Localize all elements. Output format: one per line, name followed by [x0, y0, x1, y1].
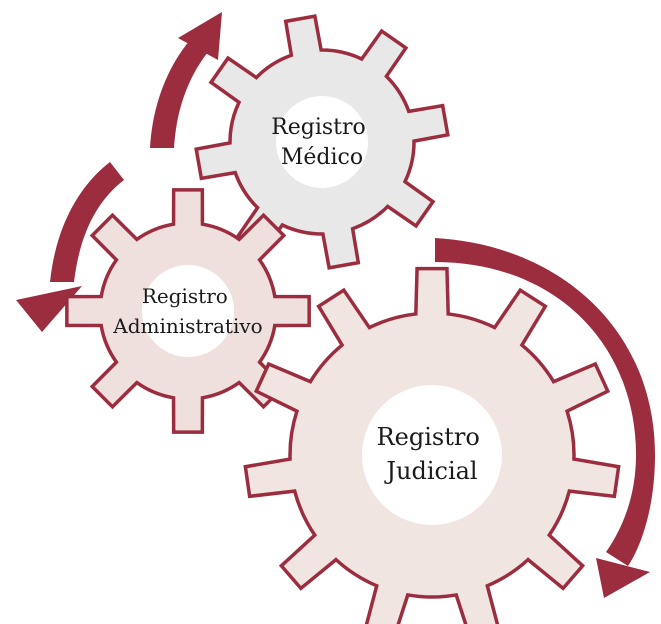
arrow-band: [50, 162, 124, 282]
arrow-band: [435, 238, 655, 566]
gear-administrativo-label: Registro Administrativo: [112, 284, 262, 338]
arrow-head: [178, 12, 222, 60]
gear-registro-administrativo: Registro Administrativo: [65, 188, 311, 434]
arrow-head: [596, 558, 650, 598]
arrow-band: [150, 40, 208, 148]
gear-medico-label-line-1: Registro: [271, 115, 366, 140]
gear-registro-medico: Registro Médico: [194, 14, 450, 270]
gear-medico-label-line-2: Médico: [281, 145, 363, 170]
gear-registro-judicial: Registro Judicial: [243, 266, 621, 624]
curved-arrow-down-right-icon: [435, 238, 655, 598]
gear-administrativo-hub: [142, 265, 234, 357]
gear-judicial-label-line-1: Registro: [377, 423, 480, 451]
gear-judicial-label: Registro Judicial: [377, 423, 488, 485]
gear-medico-label: Registro Médico: [271, 115, 373, 170]
gear-medico-hub: [276, 96, 368, 188]
gear-administrativo-label-line-2: Administrativo: [112, 314, 262, 338]
curved-arrow-up-icon: [150, 12, 222, 148]
gear-judicial-label-line-2: Judicial: [383, 457, 477, 485]
gear-judicial-hub: [362, 385, 502, 525]
gear-administrativo-label-line-1: Registro: [142, 284, 228, 308]
